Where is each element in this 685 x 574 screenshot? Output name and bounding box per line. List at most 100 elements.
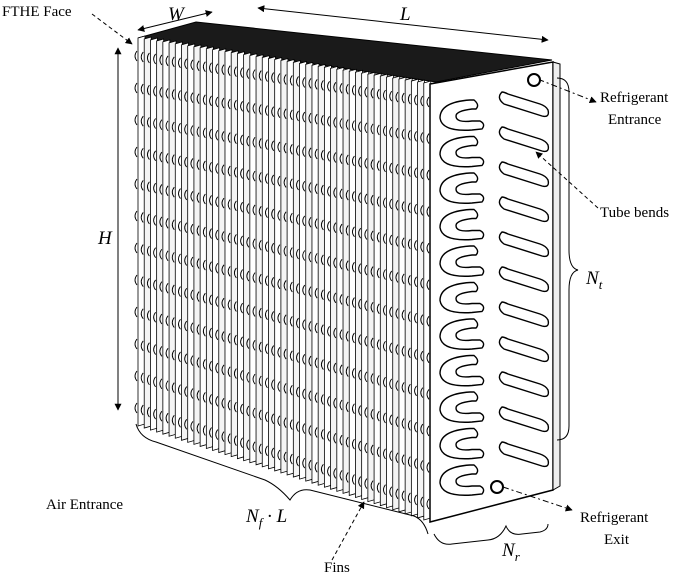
fin-collar — [153, 279, 156, 291]
fin-collar — [134, 114, 138, 126]
fin-collar — [327, 326, 330, 337]
fin-collar — [426, 206, 430, 217]
fin-collar — [190, 59, 194, 71]
fin-collar — [333, 187, 337, 198]
fin-collar — [320, 324, 324, 335]
fin-collar — [159, 87, 163, 98]
fin-collar — [240, 201, 243, 213]
fin-collar — [401, 490, 405, 502]
fin-collar — [383, 269, 386, 280]
fin-collar — [302, 457, 306, 469]
fin-collar — [395, 236, 399, 247]
fin-collar — [271, 447, 275, 459]
fin-collar — [265, 241, 268, 252]
fin-collar — [277, 175, 281, 187]
fin-collar — [277, 107, 281, 119]
fin-collar — [376, 196, 380, 207]
fin-collar — [333, 117, 337, 128]
fin-collar — [146, 278, 150, 289]
fin-collar — [414, 312, 417, 324]
fin-collar — [383, 376, 386, 388]
fin-collar — [146, 406, 150, 418]
fin-collar — [401, 237, 405, 249]
tube-bend — [439, 208, 485, 241]
fin-collar — [277, 449, 281, 461]
fin-collar — [407, 383, 411, 395]
fin-collar — [395, 488, 399, 500]
fin-collar — [153, 408, 156, 420]
fin-collar — [308, 286, 312, 297]
fin-collar — [209, 128, 212, 140]
fin-collar — [364, 442, 368, 454]
fin-collar — [271, 208, 275, 220]
fin-collar — [277, 141, 281, 153]
fin-collar — [240, 336, 243, 348]
fin-collar — [389, 450, 393, 462]
fin-collar — [178, 155, 181, 167]
fin-collar — [233, 234, 237, 245]
fin-collar — [414, 458, 417, 469]
fin-collar — [370, 266, 374, 277]
fin-collar — [215, 129, 219, 141]
fin-collar — [308, 251, 312, 263]
fin-collar — [240, 302, 243, 314]
fin-collar — [296, 110, 299, 122]
fin-collar — [420, 387, 424, 398]
fin-collar — [140, 276, 144, 287]
fin-collar — [414, 385, 417, 397]
fin-collar — [283, 211, 287, 223]
fin-collar — [401, 128, 405, 140]
fin-collar — [370, 373, 374, 384]
fin-collar — [289, 178, 293, 190]
fin-collar — [333, 468, 337, 479]
fin-collar — [395, 272, 399, 283]
nf-l-brace — [135, 423, 429, 535]
fin-collar — [401, 345, 405, 357]
fin-collar — [358, 227, 362, 239]
fin-collar — [271, 140, 275, 152]
fin-collar — [159, 281, 163, 292]
fin-collar — [153, 247, 156, 258]
fin-collar — [364, 193, 368, 205]
fin-collar — [159, 410, 163, 422]
fin-collar — [414, 94, 417, 106]
tube-bend — [439, 245, 485, 277]
fin-collar — [420, 314, 424, 325]
fin-collar — [202, 127, 206, 139]
fin-collar — [233, 99, 237, 111]
fin-collar — [240, 134, 243, 146]
tube-bend — [498, 196, 550, 223]
fin-collar — [165, 412, 169, 424]
fin-collar — [327, 221, 330, 232]
fin-collar — [296, 214, 299, 225]
tube-bend — [439, 391, 485, 423]
fin-collar — [227, 98, 231, 110]
fin-collar — [146, 374, 150, 386]
fin-collar — [196, 225, 200, 236]
fin-collar — [140, 404, 144, 416]
fin-collar — [376, 267, 380, 279]
fin-collar — [146, 213, 150, 225]
fin-collar — [407, 420, 411, 431]
fin-collar — [308, 321, 312, 332]
fin-collar — [252, 170, 256, 182]
fin-collar — [314, 427, 318, 438]
fin-collar — [265, 445, 268, 457]
fin-collar — [159, 346, 163, 357]
fin-collar — [296, 179, 299, 191]
fin-collar — [271, 242, 275, 254]
fin-collar — [345, 401, 349, 413]
fin-collar — [426, 169, 430, 181]
fin-collar — [364, 371, 368, 383]
fin-collar — [345, 436, 349, 448]
fin-collar — [401, 418, 405, 429]
tube-bends-label: Tube bends — [600, 205, 669, 221]
fin-collar — [283, 314, 287, 326]
fin-collar — [240, 67, 243, 78]
refrigerant-exit-label-1: Refrigerant — [580, 510, 649, 526]
fin-collar — [258, 206, 262, 217]
fin-collar — [140, 115, 144, 127]
fins-label: Fins — [324, 560, 350, 574]
fin-collar — [395, 380, 399, 391]
nt-symbol: Nt — [585, 268, 603, 292]
